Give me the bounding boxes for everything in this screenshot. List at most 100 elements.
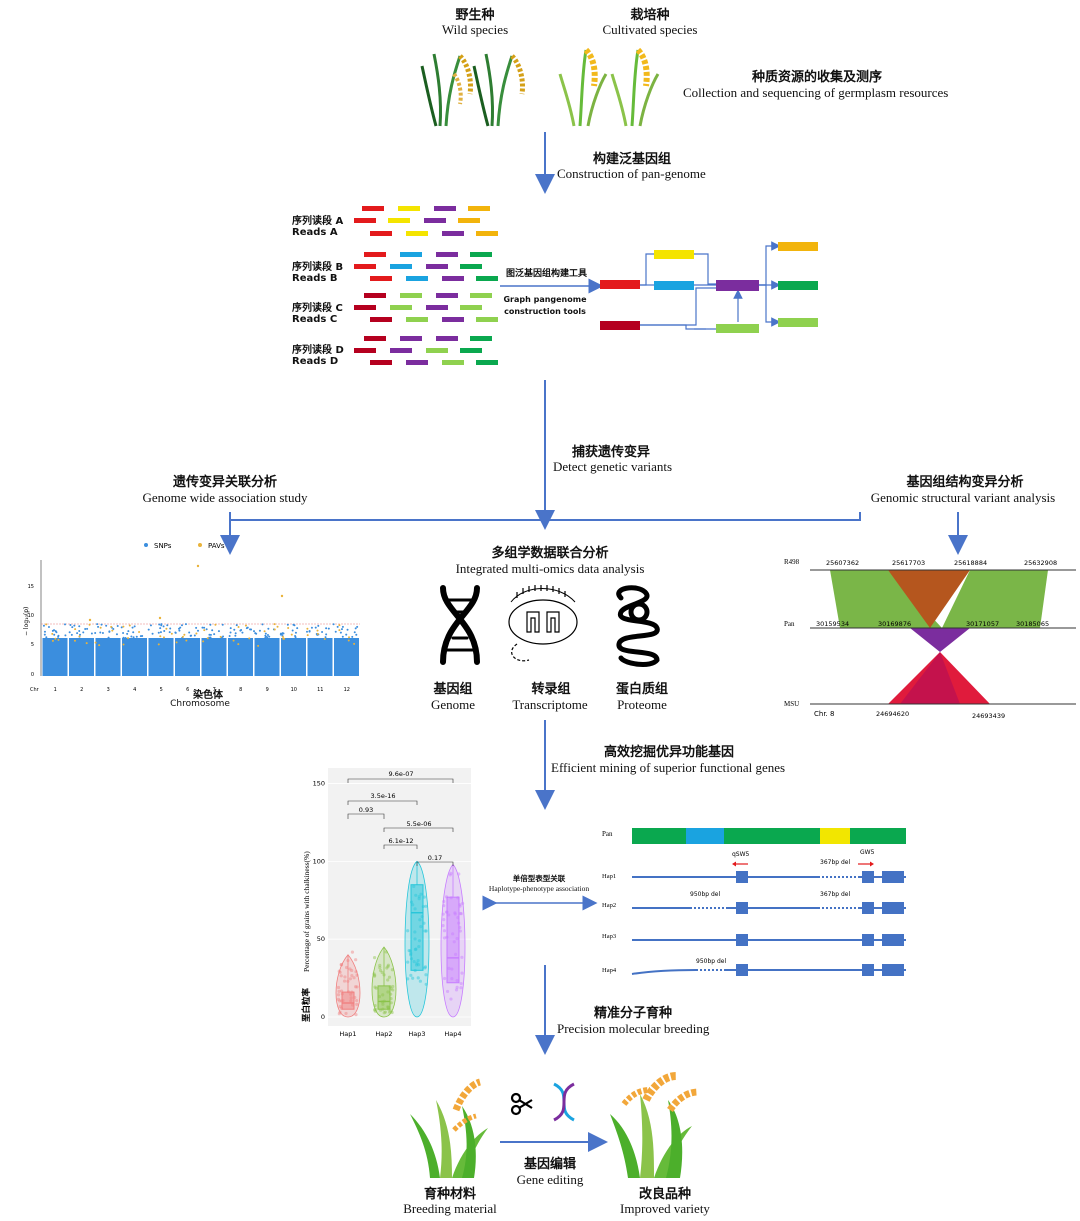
jitter-point [386, 965, 390, 969]
pav-point [170, 632, 173, 635]
snp-point [116, 624, 119, 627]
pav-point [175, 641, 178, 644]
gwas-title-zh: 遗传变异关联分析 [172, 475, 277, 490]
pav-point [316, 629, 319, 632]
pav-point [74, 628, 77, 631]
jitter-point [373, 985, 377, 989]
snp-point [235, 624, 238, 627]
legend-snp-dot [144, 543, 148, 547]
pav-point [185, 639, 188, 642]
significance-brackets [347, 778, 454, 866]
snp-point [57, 634, 60, 637]
snp-point [122, 636, 125, 639]
pangenome-graph [600, 241, 818, 333]
jitter-point [345, 965, 349, 970]
breeding-material-zh: 育种材料 [423, 1187, 476, 1202]
pval-2: 3.5e-16 [371, 792, 396, 800]
pav-point [282, 637, 285, 640]
pav-point [202, 640, 205, 643]
jitter-point [442, 936, 447, 940]
snp-point [264, 636, 267, 639]
jitter-point [409, 973, 413, 977]
sv-block-brown [888, 570, 970, 628]
sv-r498-pos-2: 25617703 [892, 559, 925, 567]
snp-point [310, 626, 313, 629]
chrom-block-10 [281, 638, 306, 676]
manhattan-ylabel: − log₁₀(p) [23, 607, 30, 636]
gene-editing-en: Gene editing [516, 1172, 584, 1187]
manhattan-xlabel-en: Chromosome [170, 699, 230, 709]
snp-point [108, 630, 111, 633]
chrom-tick-7: 7 [213, 687, 216, 693]
pav-point [206, 637, 209, 640]
pav-point [110, 625, 113, 628]
improved-variety-zh: 改良品种 [638, 1187, 691, 1202]
pav-point [78, 635, 81, 638]
snp-point [188, 631, 191, 634]
sv-row-r498: R498 [784, 558, 800, 566]
wild-rice-icon [420, 53, 473, 127]
pval-6: 0.17 [428, 854, 442, 862]
snp-point [163, 630, 166, 633]
sv-r498-pos-3: 25618884 [954, 559, 987, 567]
sv-pan-pos-4: 30185065 [1016, 620, 1049, 628]
pav-point [306, 627, 309, 630]
chrom-tick-8: 8 [239, 687, 242, 693]
snp-point [253, 630, 256, 633]
node-yellow [654, 250, 694, 259]
jitter-point [386, 978, 390, 982]
sv-r498-pos-4: 25632908 [1024, 559, 1057, 567]
pav-point [73, 639, 76, 642]
jitter-point [378, 966, 382, 970]
sv-block-purple [910, 628, 970, 652]
jitter-point [387, 1010, 392, 1014]
cultivated-species-en: Cultivated species [602, 22, 698, 37]
pav-point [88, 623, 91, 626]
jitter-point [355, 1002, 359, 1006]
snp-point [132, 636, 135, 639]
pav-point [273, 623, 276, 626]
chrom-tick-12: 12 [344, 687, 350, 693]
step2-en: Detect genetic variants [553, 459, 673, 474]
snp-point [135, 635, 138, 638]
snp-point [296, 627, 299, 630]
snp-point [79, 633, 82, 636]
jitter-point [373, 973, 377, 977]
chrom-tick-4: 4 [133, 687, 136, 693]
ytick-5: 5 [31, 642, 34, 648]
snp-point [209, 636, 212, 639]
jitter-point [354, 985, 358, 989]
box-Hap4 [446, 896, 460, 984]
snp-point [160, 623, 163, 626]
jitter-point [343, 975, 347, 979]
ytick-label: 100 [313, 857, 325, 865]
step3-en: Efficient mining of superior functional … [551, 760, 786, 775]
rice-plants-illustration [420, 47, 660, 127]
snp-point [308, 630, 311, 633]
snp-point [234, 634, 237, 637]
snp-point [239, 629, 242, 632]
box-Hap2 [377, 985, 391, 1010]
chrom-block-4 [122, 638, 147, 676]
gw5-label: GW5 [860, 849, 875, 856]
hap1-label: Hap1 [602, 873, 616, 880]
pav-point [237, 643, 240, 646]
snp-point [184, 623, 187, 626]
snp-point [332, 623, 335, 626]
snp-point [341, 625, 344, 628]
jitter-point [460, 971, 464, 975]
snp-point [105, 624, 108, 627]
gene-editing-zh: 基因编辑 [523, 1157, 576, 1172]
tool-zh: 图泛基因组构建工具 [506, 269, 588, 279]
snp-point [250, 628, 253, 631]
jitter-point [460, 955, 464, 959]
snp-point [324, 636, 327, 639]
chrom-block-8 [228, 638, 253, 676]
snp-point [43, 630, 46, 633]
pval-1: 9.6e-07 [389, 770, 414, 778]
pav-peak-point [196, 564, 200, 568]
pav-point [94, 641, 97, 644]
